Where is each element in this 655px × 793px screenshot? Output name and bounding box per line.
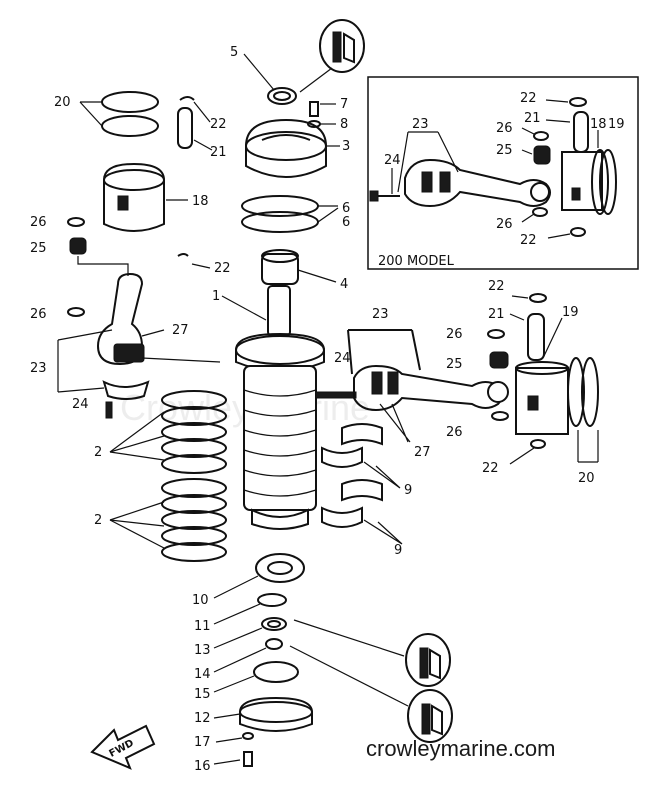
callout-26e: 26	[446, 327, 463, 342]
callout-9b: 9	[394, 543, 402, 558]
callout-26f: 26	[446, 425, 463, 440]
callout-10: 10	[192, 593, 209, 608]
upper-left-piston-group	[67, 91, 213, 276]
callout-18b: 18	[590, 117, 607, 132]
callout-20a: 20	[54, 95, 71, 110]
callout-24a: 24	[72, 397, 89, 412]
callout-17: 17	[194, 735, 211, 750]
callout-1: 1	[212, 289, 220, 304]
callout-25c: 25	[446, 357, 463, 372]
callout-26a: 26	[30, 215, 47, 230]
callout-9a: 9	[404, 483, 412, 498]
callout-25a: 25	[30, 241, 47, 256]
callout-26d: 26	[496, 217, 513, 232]
callout-13: 13	[194, 643, 211, 658]
callout-19a: 19	[608, 117, 625, 132]
callout-18a: 18	[192, 194, 209, 209]
callout-25b: 25	[496, 143, 513, 158]
bearing-ring	[161, 454, 227, 474]
left-connecting-rod	[57, 272, 221, 419]
callout-21a: 21	[210, 145, 227, 160]
callout-16: 16	[194, 759, 211, 774]
bearing-ring	[161, 510, 227, 530]
crankshaft	[221, 285, 325, 530]
inset-piston-pin	[573, 111, 589, 153]
bearing-ring	[161, 542, 227, 562]
seal-detail-bubble-lower-1	[405, 633, 451, 687]
seal-detail-bubble-top	[299, 19, 365, 93]
site-watermark: crowleymarine.com	[366, 736, 556, 761]
callout-26c: 26	[496, 121, 513, 136]
inset-connecting-rod	[404, 158, 551, 208]
bearing-ring	[161, 438, 227, 458]
callout-8: 8	[340, 117, 348, 132]
callout-20b: 20	[578, 471, 595, 486]
callout-22c: 22	[520, 91, 537, 106]
callout-21c: 21	[488, 307, 505, 322]
callout-labels: 5 7 8 3 6 4 1 20 22 21 18 26 25 22 26 27…	[30, 45, 625, 774]
bearing-ring-stacks	[109, 390, 227, 562]
seal-detail-bubble-lower-2	[407, 689, 453, 743]
callout-23a: 23	[30, 361, 47, 376]
callout-27a: 27	[172, 323, 189, 338]
callout-22b: 22	[214, 261, 231, 276]
callout-5: 5	[230, 45, 238, 60]
model-caption: 200 MODEL	[378, 254, 455, 269]
bearing-ring	[161, 390, 227, 410]
lower-bearing-seal-stack	[213, 553, 409, 767]
callout-23c: 23	[372, 307, 389, 322]
callout-22a: 22	[210, 117, 227, 132]
bearing-ring	[161, 526, 227, 546]
callout-11: 11	[194, 619, 211, 634]
upper-bearing-housing-group	[241, 53, 340, 285]
callout-22f: 22	[482, 461, 499, 476]
callout-6a: 6	[342, 201, 350, 216]
callout-23b: 23	[412, 117, 429, 132]
callout-14: 14	[194, 667, 211, 682]
bearing-ring	[161, 422, 227, 442]
callout-27b: 27	[414, 445, 431, 460]
bearing-ring	[161, 406, 227, 426]
model-200-inset: 200 MODEL	[367, 76, 639, 270]
inset-piston	[561, 151, 603, 211]
callout-7: 7	[340, 97, 348, 112]
fwd-arrow-icon: FWD	[90, 724, 156, 770]
callout-4: 4	[340, 277, 348, 292]
main-connecting-rod-group	[315, 293, 599, 465]
callout-22d: 22	[520, 233, 537, 248]
callout-2a: 2	[94, 445, 102, 460]
callout-19b: 19	[562, 305, 579, 320]
bearing-ring	[161, 494, 227, 514]
callout-21b: 21	[524, 111, 541, 126]
callout-6b: 6	[342, 215, 350, 230]
crank-half-bearings	[321, 423, 403, 545]
callout-24c: 24	[334, 351, 351, 366]
callout-12: 12	[194, 711, 211, 726]
callout-22e: 22	[488, 279, 505, 294]
callout-3: 3	[342, 139, 350, 154]
callout-2b: 2	[94, 513, 102, 528]
bearing-ring	[161, 478, 227, 498]
callout-24b: 24	[384, 153, 401, 168]
callout-15: 15	[194, 687, 211, 702]
callout-26b: 26	[30, 307, 47, 322]
